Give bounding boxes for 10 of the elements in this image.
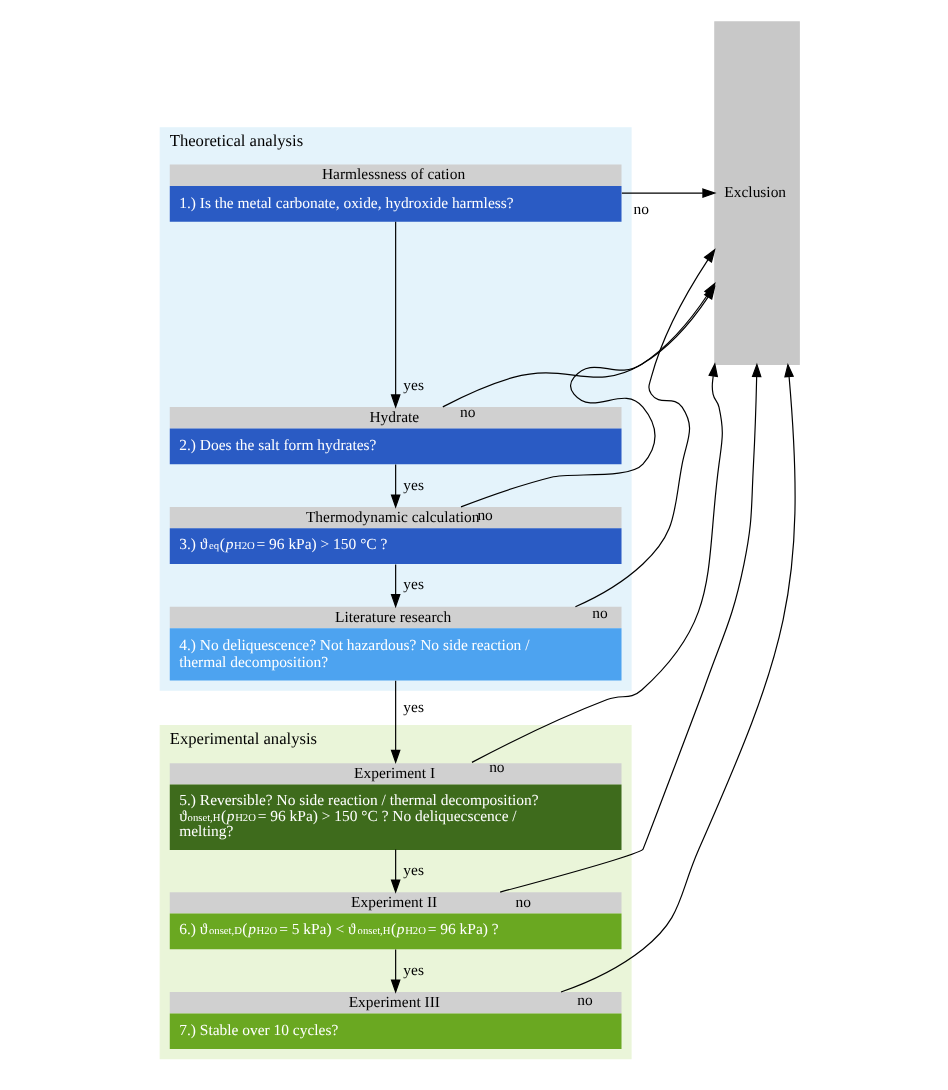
arrow	[470, 362, 722, 763]
arrow	[389, 563, 400, 609]
arrow	[559, 362, 795, 993]
arrow	[620, 188, 716, 199]
arrow	[389, 948, 400, 994]
arrow	[389, 463, 400, 509]
arrow	[498, 362, 761, 893]
arrow	[389, 221, 400, 409]
arrow	[389, 849, 400, 894]
arrow	[389, 680, 400, 764]
